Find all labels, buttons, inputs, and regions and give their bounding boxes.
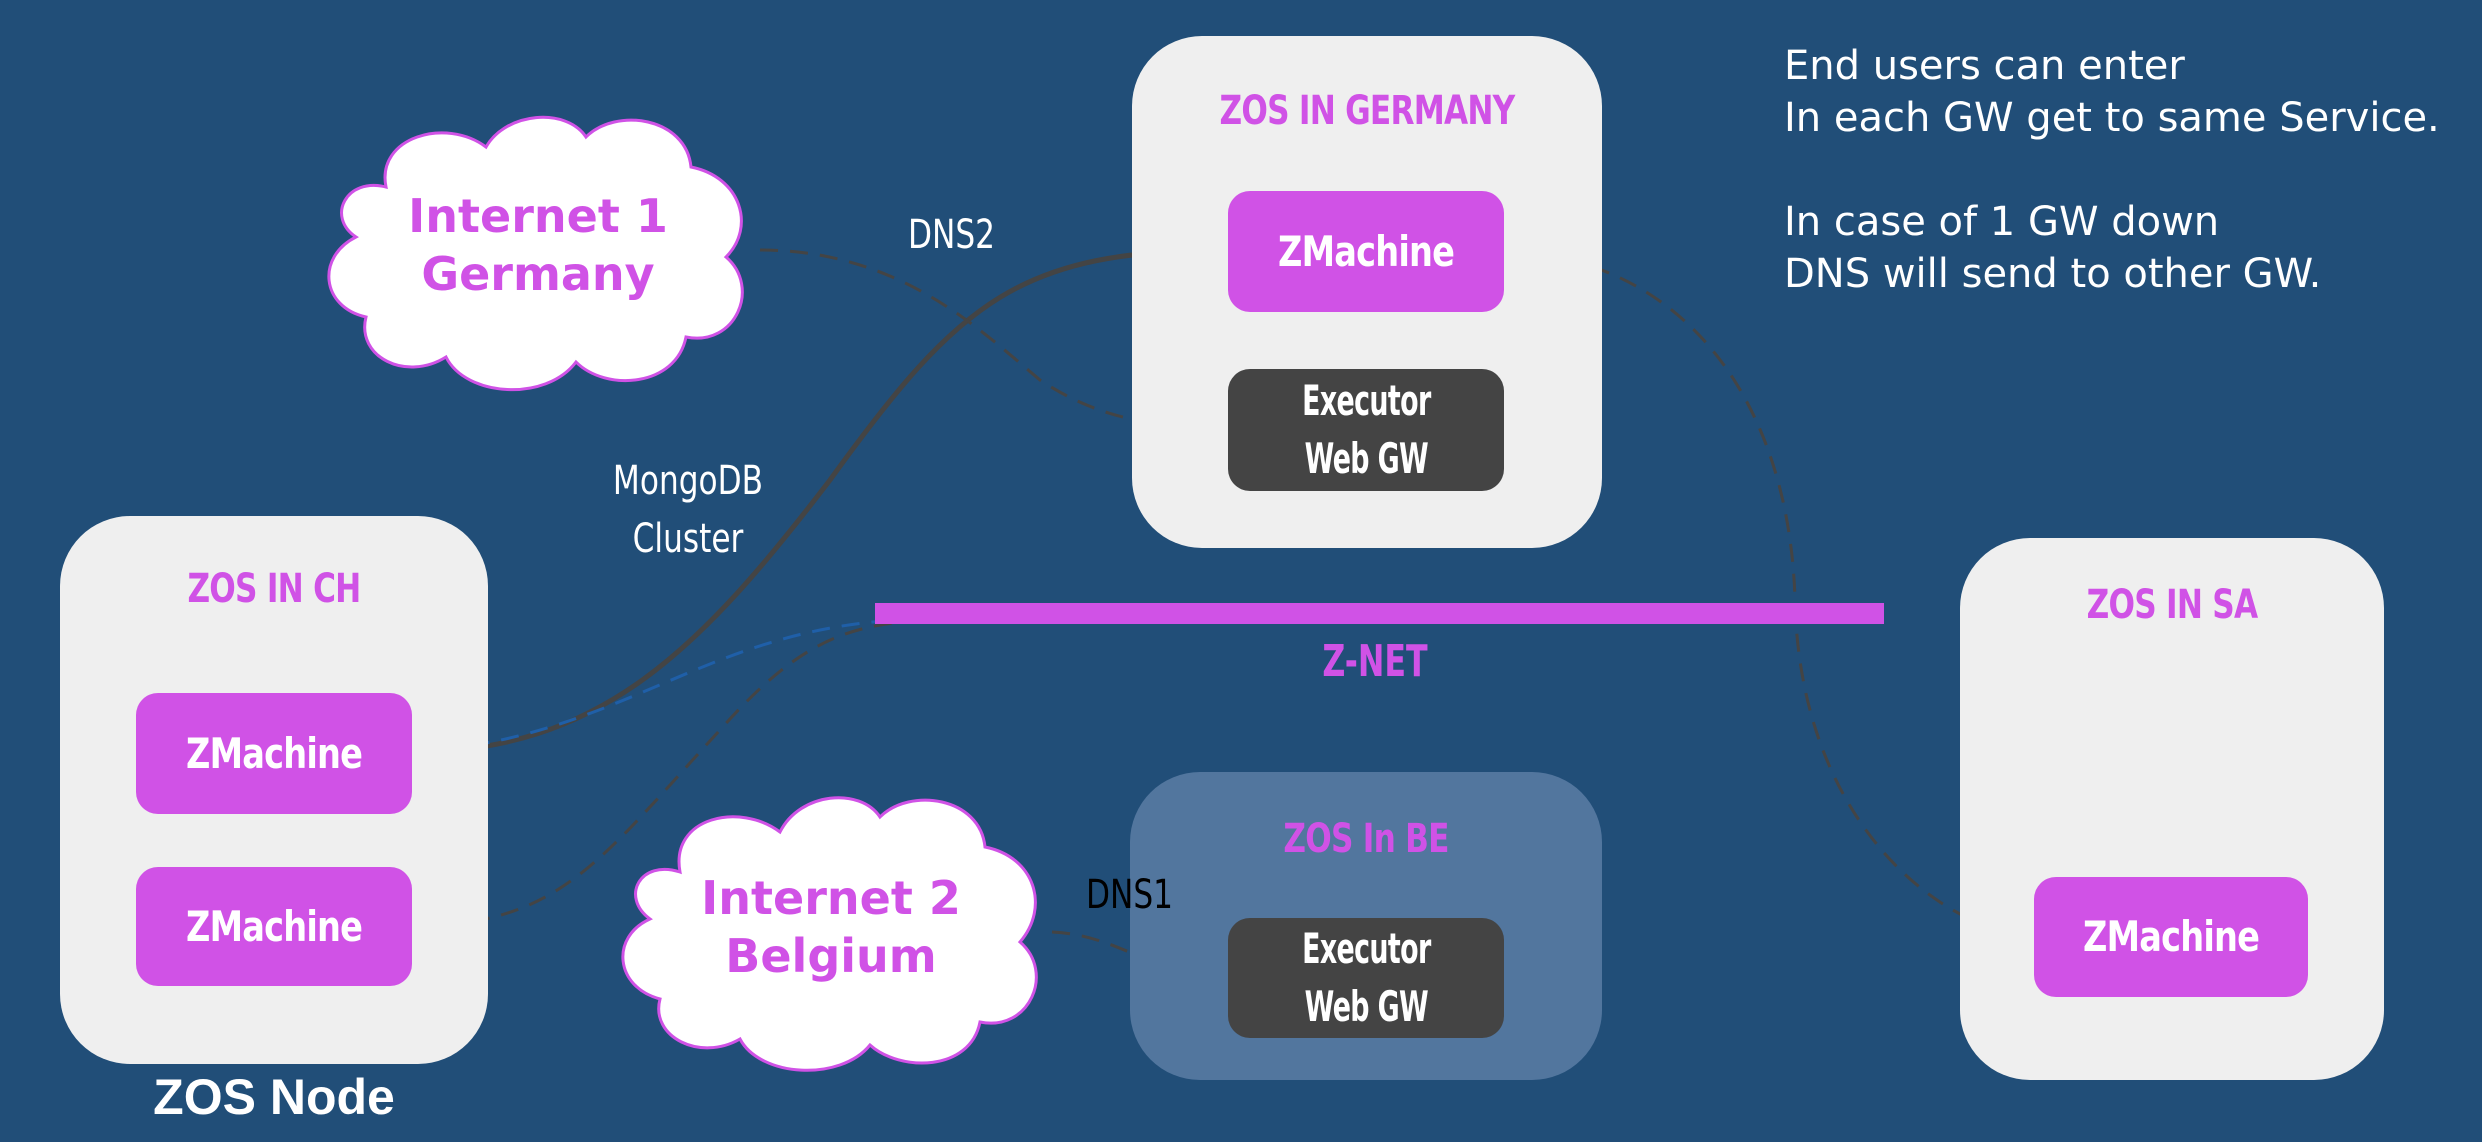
- be-executor-label: Executor Web GW: [1286, 920, 1447, 1036]
- ch-to-znet-blue-link: [411, 618, 901, 754]
- cloud-internet-2-line-1: Internet 2: [701, 871, 961, 925]
- be-executor-line-2: Web GW: [1304, 982, 1428, 1031]
- dns1-label: DNS1: [1086, 872, 1174, 918]
- germany-executor-line-1: Executor: [1301, 376, 1431, 425]
- cloud-internet-1-label: Internet 1 Germany: [316, 187, 760, 303]
- znet-label: Z-NET: [1322, 636, 1428, 687]
- cloud-internet-1-line-1: Internet 1: [408, 189, 668, 243]
- note-line-2: In each GW get to same Service.: [1784, 95, 2440, 141]
- zone-germany-title: ZOS IN GERMANY: [1219, 88, 1516, 134]
- germany-to-sa-link: [1503, 248, 2035, 937]
- ch2-to-znet-link: [411, 618, 951, 928]
- note-line-3: [1784, 144, 2440, 196]
- mongodb-label-line-1: MongoDB: [612, 458, 764, 504]
- mongodb-label-line-2: Cluster: [632, 516, 744, 562]
- cloud-internet-1-line-2: Germany: [421, 247, 655, 301]
- germany-executor-label: Executor Web GW: [1286, 372, 1447, 488]
- explanation-note: End users can enter In each GW get to sa…: [1784, 40, 2440, 300]
- note-line-5: DNS will send to other GW.: [1784, 251, 2322, 297]
- note-line-1: End users can enter: [1784, 43, 2185, 89]
- germany-zmachine-label: ZMachine: [1277, 226, 1455, 276]
- cloud-icon: [621, 796, 1038, 1072]
- mongodb-cluster-label: MongoDB Cluster: [610, 452, 766, 568]
- zone-sa-title: ZOS IN SA: [2086, 582, 2258, 628]
- dns2-label: DNS2: [908, 212, 996, 258]
- ch-zmachine-1-label: ZMachine: [185, 728, 363, 778]
- sa-zmachine[interactable]: ZMachine: [2034, 877, 2308, 997]
- be-executor-web-gw[interactable]: Executor Web GW: [1228, 918, 1504, 1038]
- cloud-icon: [327, 115, 744, 391]
- germany-executor-web-gw[interactable]: Executor Web GW: [1228, 369, 1504, 491]
- note-line-4: In case of 1 GW down: [1784, 199, 2220, 245]
- sa-zmachine-label: ZMachine: [2082, 912, 2260, 961]
- cloud-internet-1-germany[interactable]: Internet 1 Germany: [316, 107, 760, 397]
- cloud-internet-2-label: Internet 2 Belgium: [610, 869, 1052, 985]
- cloud-internet-2-belgium[interactable]: Internet 2 Belgium: [610, 787, 1052, 1077]
- zone-be-title: ZOS In BE: [1283, 816, 1449, 862]
- zone-ch-title: ZOS IN CH: [187, 566, 361, 612]
- be-executor-line-1: Executor: [1301, 924, 1431, 973]
- dns2-link: [759, 248, 1229, 430]
- ch-zmachine-1[interactable]: ZMachine: [136, 693, 412, 814]
- ch-zmachine-2-label: ZMachine: [185, 901, 363, 951]
- zos-node-caption: ZOS Node: [153, 1069, 395, 1125]
- germany-zmachine[interactable]: ZMachine: [1228, 191, 1504, 312]
- cloud-internet-2-line-2: Belgium: [725, 929, 937, 983]
- ch-zmachine-2[interactable]: ZMachine: [136, 867, 412, 986]
- znet-bar: [875, 603, 1884, 624]
- germany-executor-line-2: Web GW: [1304, 434, 1428, 483]
- zone-sa: ZOS IN SA: [1960, 538, 2384, 1080]
